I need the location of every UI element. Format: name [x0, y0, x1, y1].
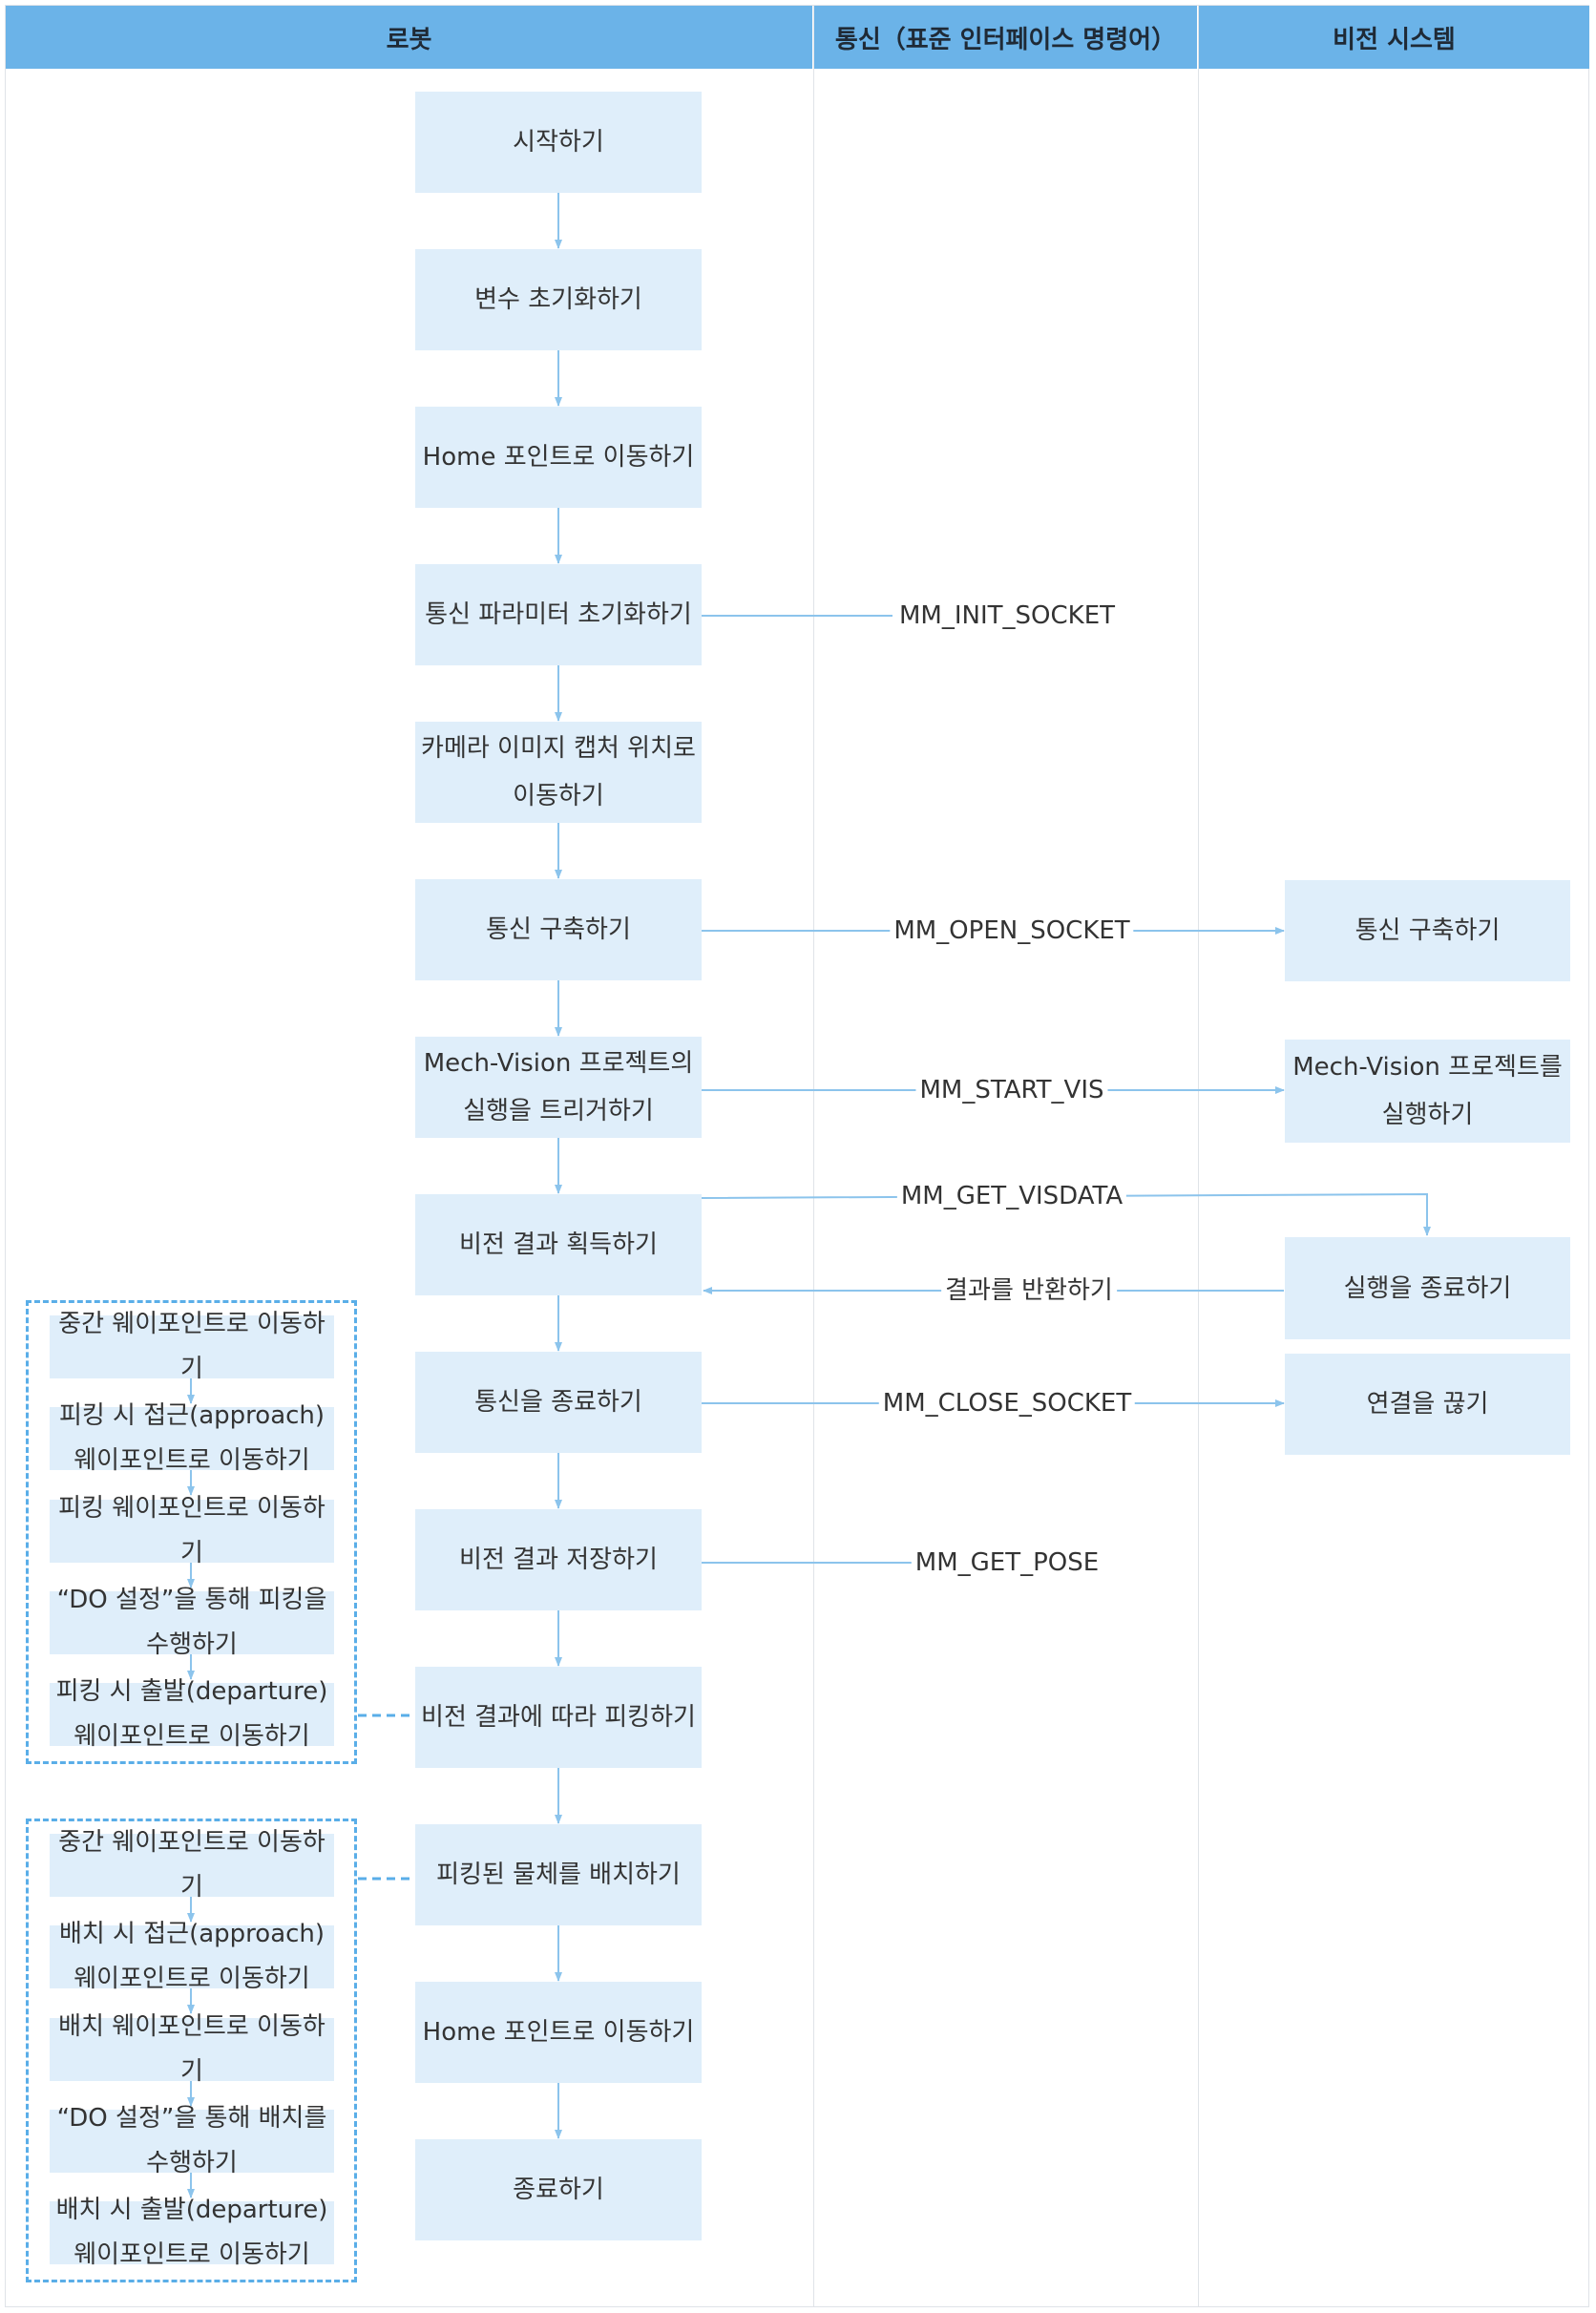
step-end-comm: 통신을 종료하기 — [415, 1352, 702, 1453]
pick-substep-intermediate: 중간 웨이포인트로 이동하기 — [50, 1310, 334, 1383]
pick-substep-approach: 피킹 시 접근(approach) 웨이포인트로 이동하기 — [50, 1401, 334, 1475]
place-substeps-group — [26, 1819, 357, 2282]
column-divider — [1198, 6, 1199, 2306]
step-establish-comm: 통신 구축하기 — [415, 879, 702, 980]
step-move-capture-position: 카메라 이미지 캡처 위치로 이동하기 — [415, 722, 702, 823]
step-start: 시작하기 — [415, 92, 702, 193]
place-substep-do-place: “DO 설정”을 통해 배치를 수행하기 — [50, 2104, 334, 2177]
column-divider — [813, 6, 814, 2306]
step-init-comm-params: 통신 파라미터 초기화하기 — [415, 564, 702, 665]
step-get-vision-result: 비전 결과 획득하기 — [415, 1194, 702, 1295]
place-substep-approach: 배치 시 접근(approach) 웨이포인트로 이동하기 — [50, 1920, 334, 1993]
header-vision-system: 비전 시스템 — [1199, 6, 1589, 69]
step-save-vision-result: 비전 결과 저장하기 — [415, 1509, 702, 1610]
place-substep-intermediate: 중간 웨이포인트로 이동하기 — [50, 1828, 334, 1902]
cmd-get-visdata: MM_GET_VISDATA — [896, 1180, 1127, 1212]
step-trigger-project: Mech-Vision 프로젝트의 실행을 트리거하기 — [415, 1037, 702, 1138]
cmd-return-result: 결과를 반환하기 — [941, 1274, 1117, 1307]
pick-substep-do-pick: “DO 설정”을 통해 피킹을 수행하기 — [50, 1586, 334, 1659]
header-communication: 통신（표준 인터페이스 명령어） — [814, 6, 1197, 69]
step-move-home-final: Home 포인트로 이동하기 — [415, 1982, 702, 2083]
cmd-start-vis: MM_START_VIS — [915, 1074, 1108, 1106]
vision-establish-comm: 통신 구축하기 — [1285, 880, 1570, 981]
step-place-picked-object: 피킹된 물체를 배치하기 — [415, 1824, 702, 1925]
pick-substeps-group — [26, 1300, 357, 1764]
cmd-open-socket: MM_OPEN_SOCKET — [890, 915, 1134, 947]
step-move-home: Home 포인트로 이동하기 — [415, 407, 702, 508]
header-robot: 로봇 — [6, 6, 812, 69]
cmd-init-socket: MM_INIT_SOCKET — [894, 599, 1120, 632]
pick-substep-departure: 피킹 시 출발(departure) 웨이포인트로 이동하기 — [50, 1677, 334, 1751]
step-end: 종료하기 — [415, 2139, 702, 2240]
vision-end-execution: 실행을 종료하기 — [1285, 1237, 1570, 1339]
cmd-get-pose: MM_GET_POSE — [911, 1546, 1103, 1579]
vision-run-project: Mech-Vision 프로젝트를 실행하기 — [1285, 1040, 1570, 1143]
step-init-variables: 변수 초기화하기 — [415, 249, 702, 350]
pick-substep-pick-waypoint: 피킹 웨이포인트로 이동하기 — [50, 1494, 334, 1567]
vision-disconnect: 연결을 끊기 — [1285, 1354, 1570, 1455]
cmd-close-socket: MM_CLOSE_SOCKET — [878, 1387, 1136, 1419]
step-pick-by-result: 비전 결과에 따라 피킹하기 — [415, 1667, 702, 1768]
diagram-frame — [5, 5, 1589, 2307]
place-substep-place-waypoint: 배치 웨이포인트로 이동하기 — [50, 2012, 334, 2086]
place-substep-departure: 배치 시 출발(departure) 웨이포인트로 이동하기 — [50, 2196, 334, 2269]
